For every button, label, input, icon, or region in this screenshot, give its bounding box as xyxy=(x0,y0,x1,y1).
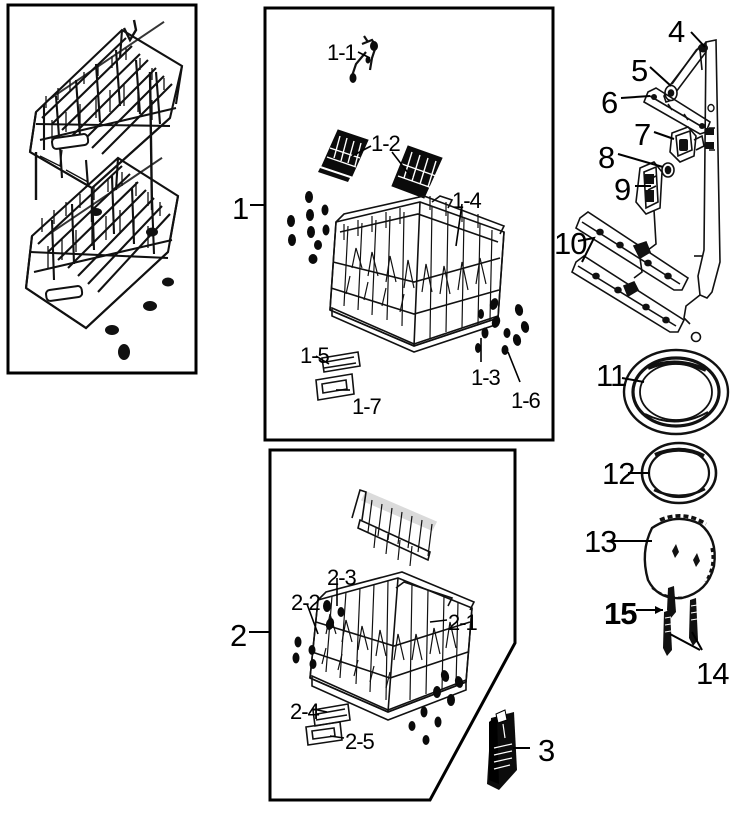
lower-rack-body-art xyxy=(309,577,473,713)
sub-leader-lines xyxy=(306,51,521,739)
leader-lines xyxy=(249,31,706,749)
callout-1-6: 1-6 xyxy=(511,388,541,413)
lower-rack-hardware-right xyxy=(408,670,464,745)
callout-7: 7 xyxy=(634,117,651,152)
upper-rack-hardware-cluster xyxy=(287,191,330,264)
rack-end-cap-art xyxy=(315,373,355,401)
silverware-basket-clip-art xyxy=(487,709,517,790)
callout-8: 8 xyxy=(598,140,615,175)
folding-tine-row-art-right xyxy=(391,145,443,199)
callout-1-3: 1-3 xyxy=(471,365,501,390)
panel-2-border xyxy=(268,448,517,802)
callout-13: 13 xyxy=(584,524,617,559)
panel-2-artwork xyxy=(292,488,476,746)
callout-3: 3 xyxy=(538,733,555,768)
callout-5: 5 xyxy=(631,53,648,88)
callout-1-7: 1-7 xyxy=(352,394,382,419)
callout-12: 12 xyxy=(602,456,635,491)
folding-tine-row-art-left xyxy=(318,129,369,182)
callout-14: 14 xyxy=(696,656,729,691)
callout-10: 10 xyxy=(554,226,587,261)
rack-stop-set-art xyxy=(501,304,530,355)
callout-1-2: 1-2 xyxy=(371,131,401,156)
callout-9: 9 xyxy=(614,172,631,207)
callout-1-1: 1-1 xyxy=(327,40,357,65)
callout-2-5: 2-5 xyxy=(345,729,375,754)
callout-6: 6 xyxy=(601,85,618,120)
photo-panel-border xyxy=(6,3,198,375)
lower-roller-bracket-art xyxy=(312,703,351,727)
duct-coupler-art xyxy=(669,126,705,163)
rack-roller-bracket-art xyxy=(321,351,361,373)
panel-1-border xyxy=(263,6,555,442)
upper-spray-arm-duct-art xyxy=(642,87,711,135)
screw-art-group xyxy=(663,586,698,656)
spray-arm-assembly-art xyxy=(571,211,690,333)
callout-2-4: 2-4 xyxy=(290,699,320,724)
lower-tine-row-art xyxy=(351,488,438,567)
inner-door-gasket-art xyxy=(640,441,718,505)
callout-1-5: 1-5 xyxy=(300,343,330,368)
sump-cover-art xyxy=(643,514,716,600)
callout-4: 4 xyxy=(668,14,685,49)
rail-roller-art xyxy=(664,84,678,102)
callout-1: 1 xyxy=(232,191,249,226)
callout-11: 11 xyxy=(596,358,627,393)
outer-door-gasket-art xyxy=(622,348,730,436)
callout-2-1: 2-1 xyxy=(448,610,478,635)
assembled-racks-illustration xyxy=(24,19,184,360)
callout-2-2: 2-2 xyxy=(291,590,321,615)
lower-rack-clip-set-art xyxy=(292,600,345,669)
callout-1-4: 1-4 xyxy=(452,188,482,213)
callout-2-3: 2-3 xyxy=(327,565,357,590)
rack-clip-set-art xyxy=(475,298,501,353)
callout-15: 15 xyxy=(604,596,637,631)
lower-end-cap-art xyxy=(305,721,343,746)
duct-seal-art xyxy=(661,162,675,178)
callout-2: 2 xyxy=(230,618,247,653)
panel-1-artwork xyxy=(287,35,530,401)
upper-rail-stop-art xyxy=(683,39,721,325)
